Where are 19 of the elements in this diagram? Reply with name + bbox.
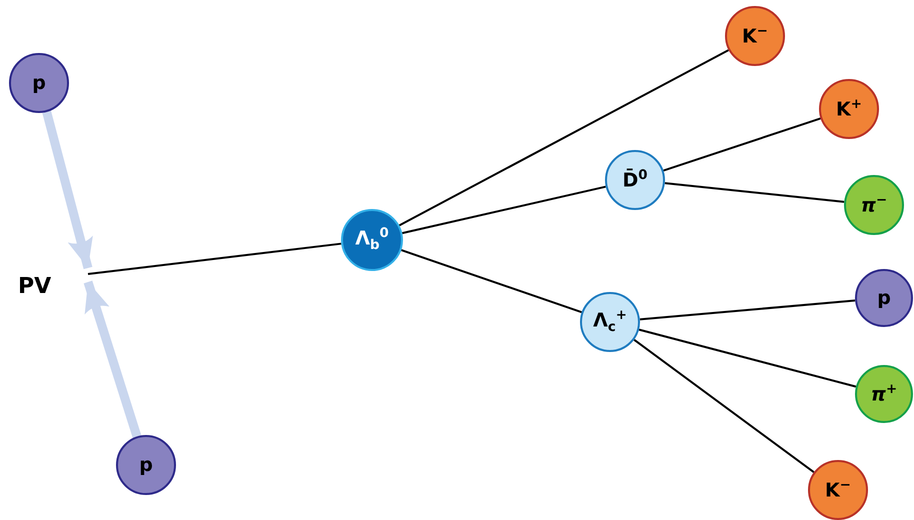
particle-label: D̄$^{0}$ bbox=[622, 169, 648, 191]
vertex-label: PV bbox=[18, 276, 52, 298]
decay-line bbox=[640, 300, 856, 320]
decay-line bbox=[664, 182, 844, 203]
decay-line bbox=[400, 249, 582, 314]
decay-line bbox=[88, 242, 342, 275]
particle-label: π$^{+}$ bbox=[870, 383, 898, 405]
particle-label: K$^{+}$ bbox=[836, 98, 862, 120]
decay-line bbox=[663, 118, 821, 172]
decay-line bbox=[402, 186, 606, 234]
decay-line bbox=[398, 49, 729, 226]
particle-label: p bbox=[32, 74, 46, 92]
particle-label: K$^{−}$ bbox=[825, 479, 851, 501]
decay-line bbox=[634, 338, 814, 474]
decay-line bbox=[638, 328, 856, 388]
particle-label: p bbox=[877, 288, 891, 308]
particle-label: p bbox=[139, 456, 153, 474]
particle-label: K$^{−}$ bbox=[742, 25, 768, 47]
particle-label: π$^{−}$ bbox=[860, 194, 888, 216]
